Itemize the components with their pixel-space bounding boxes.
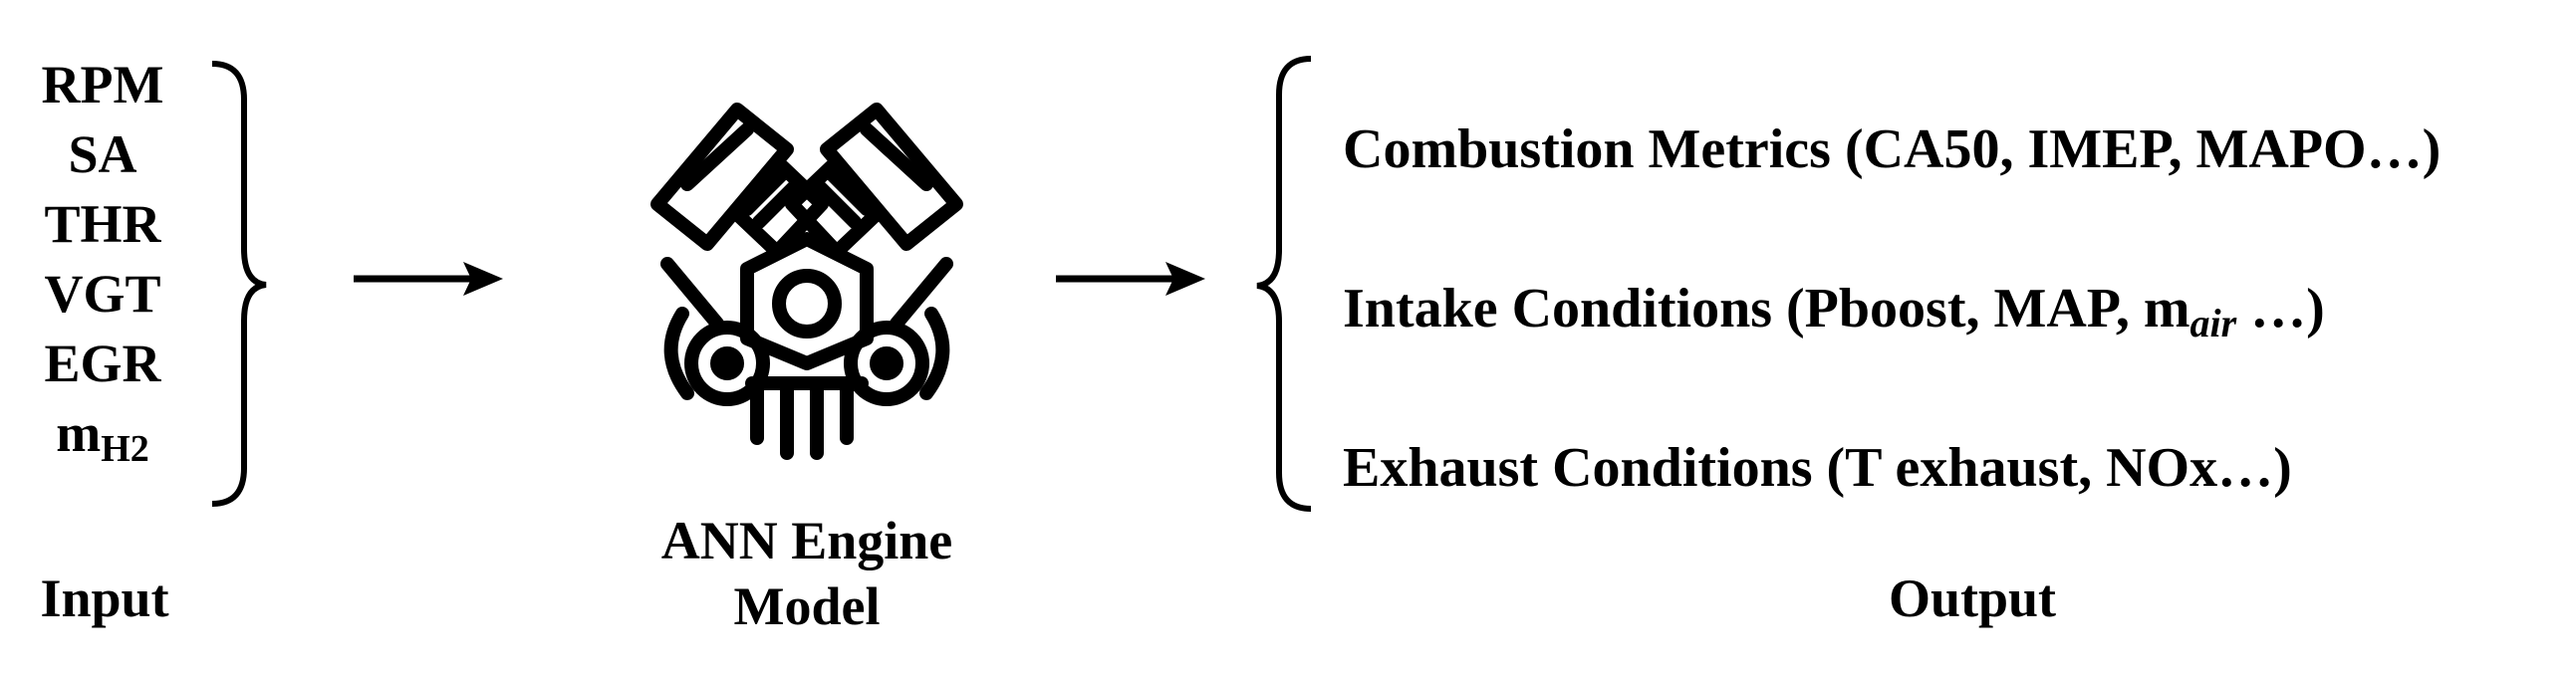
- input-item-rpm: RPM: [41, 55, 164, 114]
- input-item-thr: THR: [44, 194, 161, 254]
- output-item-intake-subscript: air: [2190, 301, 2237, 345]
- input-label: Input: [40, 568, 169, 628]
- engine-icon: [650, 103, 963, 460]
- output-item-intake: Intake Conditions (Pboost, MAP, mair …): [1343, 229, 2441, 388]
- input-item-egr: EGR: [44, 334, 161, 393]
- input-item-vgt: VGT: [44, 264, 161, 324]
- output-item-exhaust: Exhaust Conditions (T exhaust, NOx…): [1343, 437, 2292, 499]
- output-brace: [1256, 56, 1312, 512]
- output-label: Output: [1888, 568, 2057, 628]
- input-item-mh2-base: m: [56, 403, 102, 463]
- model-label: ANN Engine Model: [628, 508, 986, 639]
- input-item-mh2-subscript: H2: [101, 428, 149, 470]
- arrow-model-to-output: [1056, 262, 1205, 296]
- input-item-mh2: mH2: [28, 398, 177, 470]
- output-item-intake-post: …): [2236, 278, 2325, 339]
- input-list: RPM SA THR VGT EGR mH2: [28, 50, 177, 470]
- input-item-sa: SA: [68, 124, 137, 184]
- model-label-line1: ANN Engine: [660, 511, 953, 570]
- input-brace: [211, 61, 267, 507]
- output-list: Combustion Metrics (CA50, IMEP, MAPO…) I…: [1343, 70, 2441, 548]
- model-label-line2: Model: [733, 576, 881, 636]
- output-item-combustion: Combustion Metrics (CA50, IMEP, MAPO…): [1343, 118, 2442, 180]
- arrow-input-to-model: [354, 262, 503, 296]
- output-item-intake-pre: Intake Conditions (Pboost, MAP, m: [1343, 278, 2190, 339]
